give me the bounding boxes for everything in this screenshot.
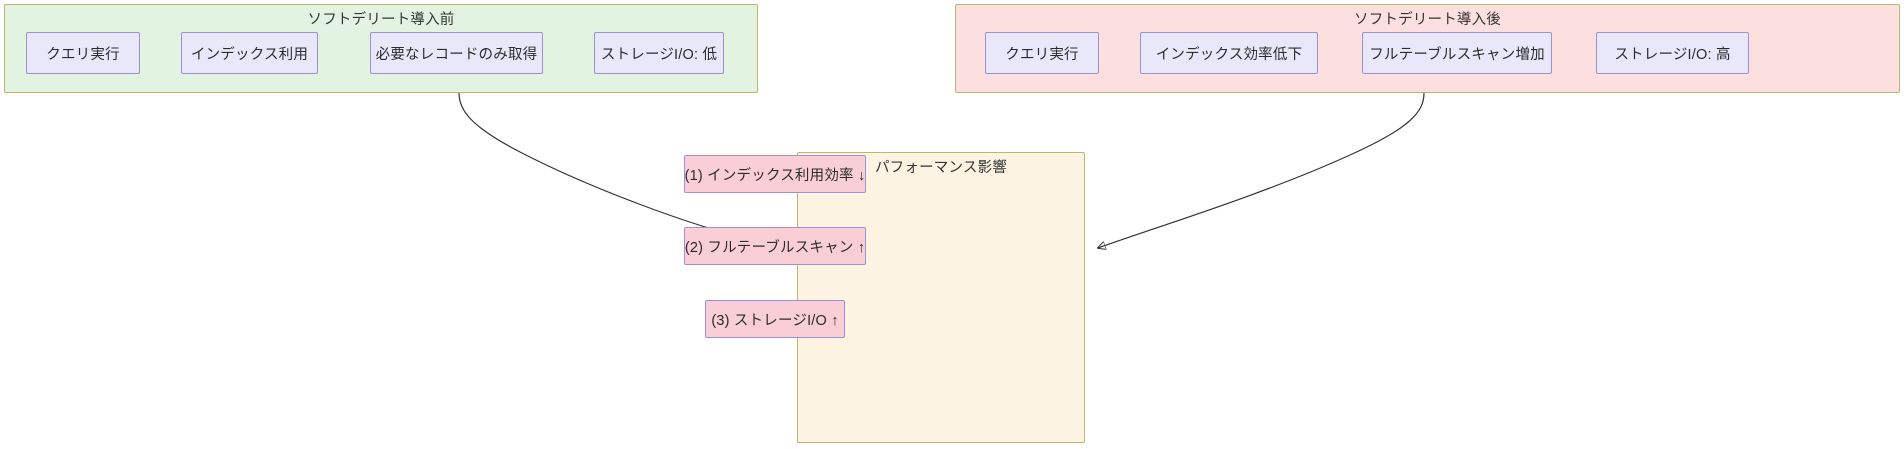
node-index-efficiency-drop[interactable]: インデックス効率低下 [1140, 32, 1318, 74]
node-impact-storage-io-up[interactable]: (3) ストレージI/O ↑ [705, 300, 845, 338]
cluster-after-title: ソフトデリート導入後 [1354, 12, 1501, 28]
node-storage-io-high[interactable]: ストレージI/O: 高 [1596, 32, 1749, 74]
node-query-execution-before[interactable]: クエリ実行 [26, 32, 140, 74]
cluster-impact-title: パフォーマンス影響 [874, 160, 1007, 176]
node-storage-io-low[interactable]: ストレージI/O: 低 [594, 32, 724, 74]
node-fetch-only-required-records[interactable]: 必要なレコードのみ取得 [370, 32, 543, 74]
cluster-before-title: ソフトデリート導入前 [307, 12, 455, 28]
cluster-performance-impact: パフォーマンス影響 [797, 152, 1085, 443]
node-impact-index-efficiency-down[interactable]: (1) インデックス利用効率 ↓ [684, 155, 866, 193]
node-impact-full-table-scan-up[interactable]: (2) フルテーブルスキャン ↑ [684, 227, 866, 265]
node-index-usage[interactable]: インデックス利用 [181, 32, 318, 74]
node-query-execution-after[interactable]: クエリ実行 [985, 32, 1099, 74]
edge-after-to-impact [1098, 92, 1425, 248]
node-full-table-scan-increase[interactable]: フルテーブルスキャン増加 [1362, 32, 1552, 74]
